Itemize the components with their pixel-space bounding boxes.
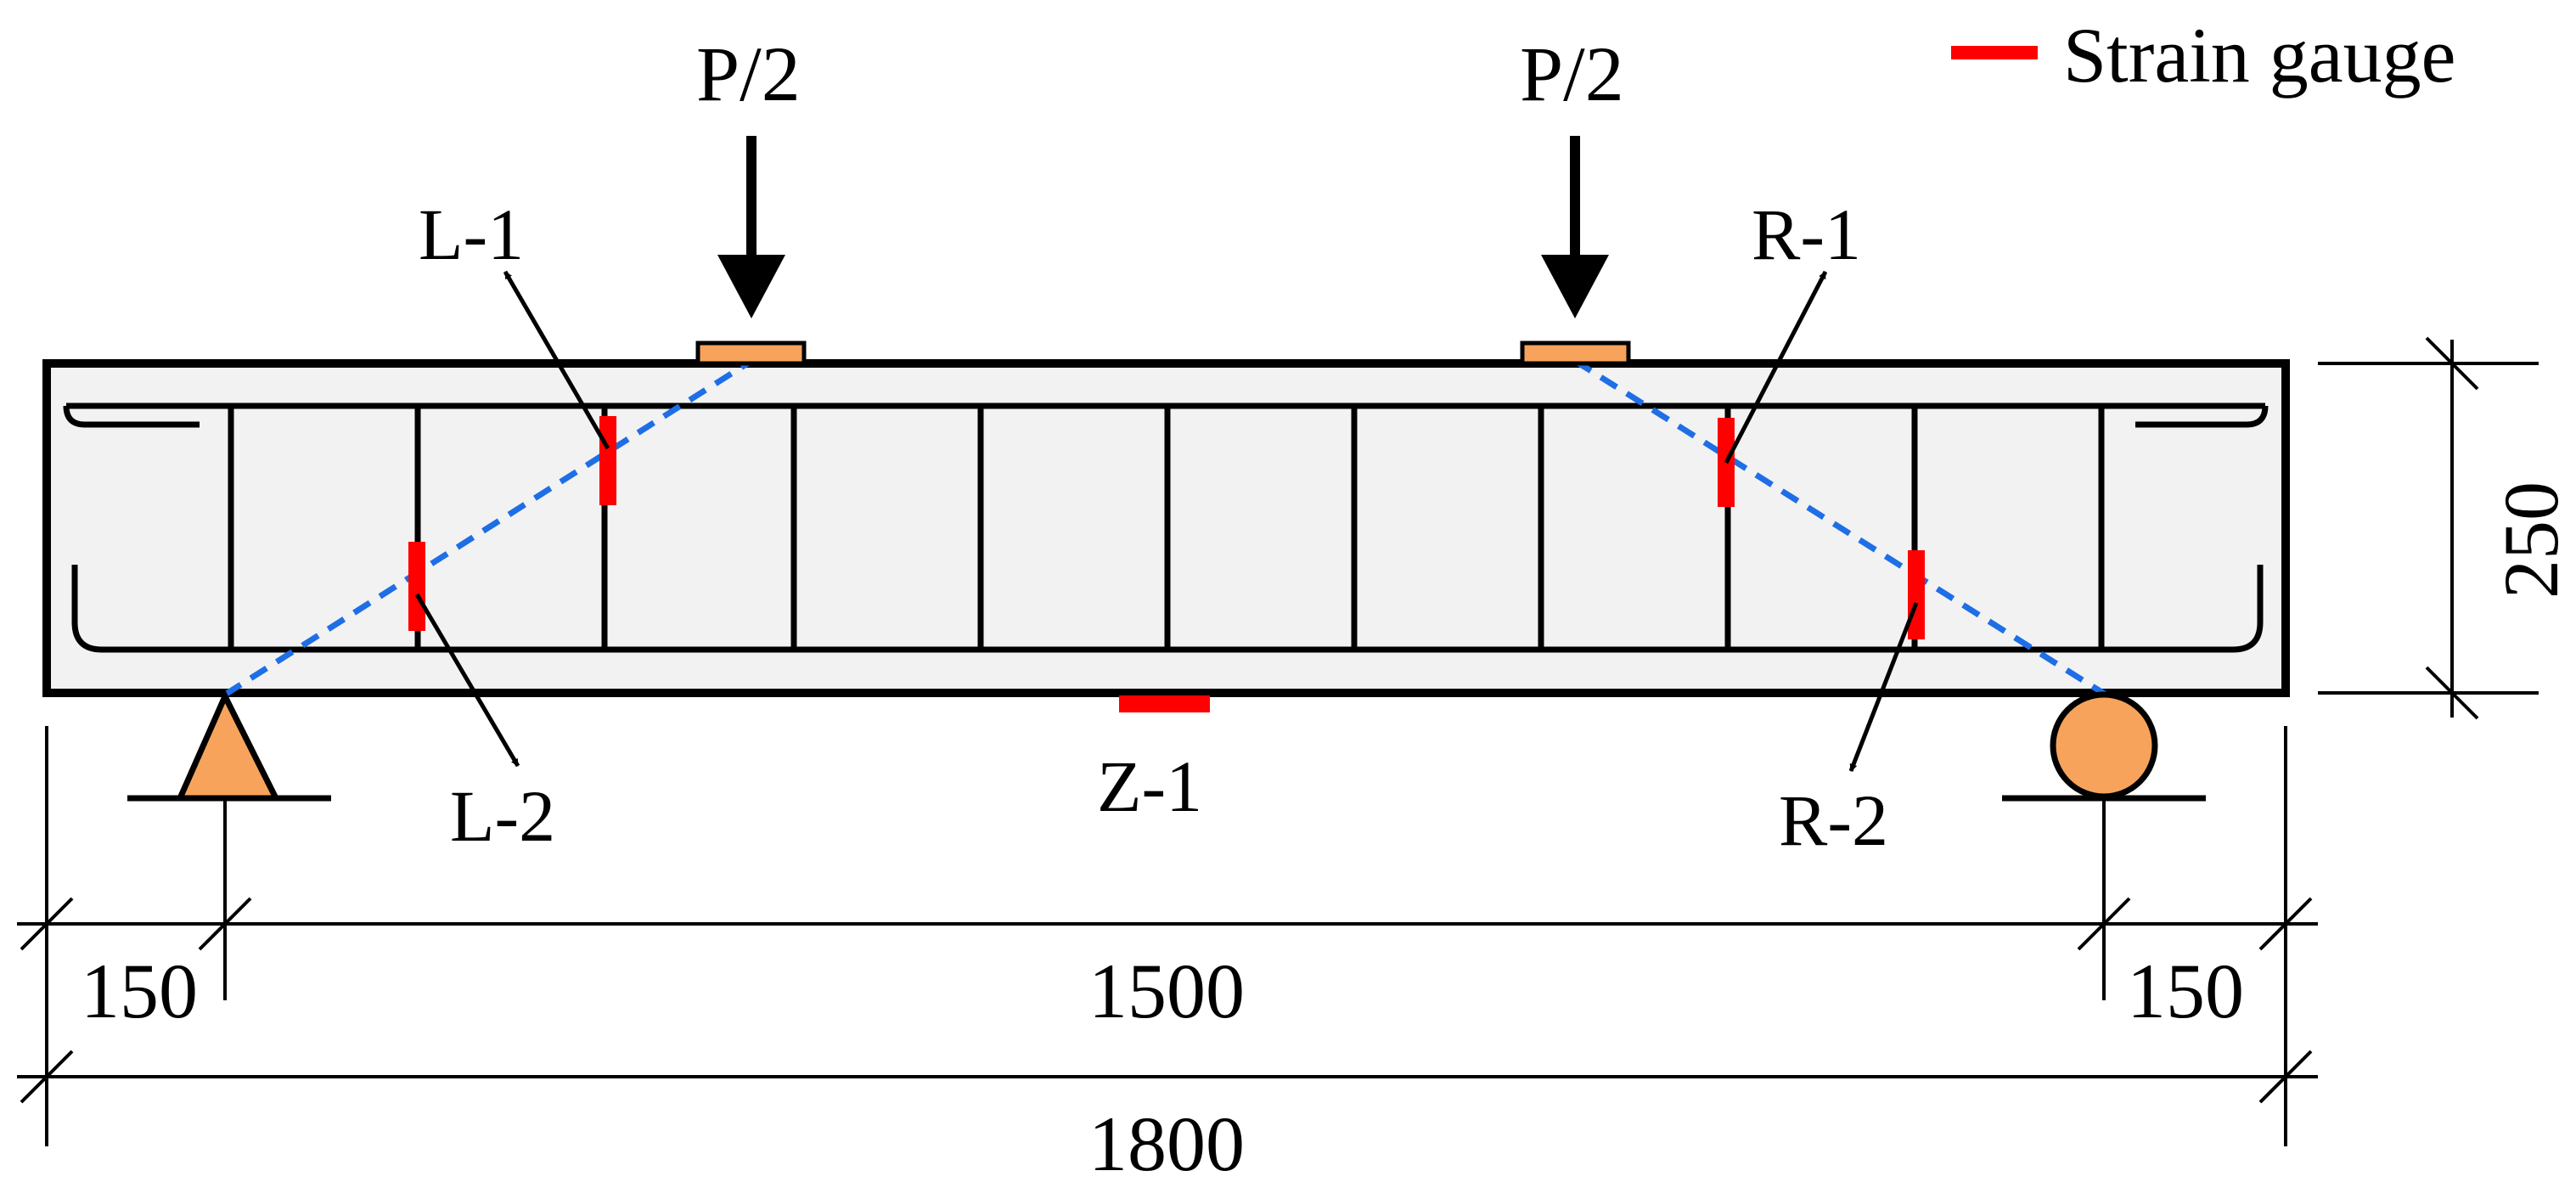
supports (127, 689, 2206, 802)
label-l2: L-2 (450, 775, 555, 857)
pin-support (175, 689, 281, 802)
leader-l2 (414, 593, 520, 768)
load-right-arrowhead (1541, 255, 1609, 318)
tick (2077, 897, 2131, 951)
leader-r2 (1848, 602, 1919, 772)
legend-label: Strain gauge (2063, 12, 2455, 99)
dim-right-overhang: 150 (2127, 948, 2244, 1034)
left-diagonal-crack (223, 358, 753, 697)
tick (20, 897, 74, 951)
dim-total: 1800 (1088, 1100, 1245, 1187)
dim-span: 1500 (1088, 948, 1245, 1034)
load-left-arrowhead (717, 255, 785, 318)
load-plate-right (1520, 341, 1631, 366)
label-r1: R-1 (1752, 194, 1861, 275)
dimension-lines (17, 336, 2479, 1104)
beam (42, 359, 2290, 697)
dim-left-overhang: 150 (81, 948, 198, 1034)
tick (2258, 897, 2313, 951)
tick (2425, 336, 2479, 391)
right-diagonal-crack (1573, 358, 2107, 697)
dim-height: 250 (2488, 481, 2574, 599)
leader-r1 (1724, 270, 1828, 464)
tick (2258, 1050, 2313, 1104)
leader-l1 (503, 270, 610, 450)
loads: P/2 P/2 (695, 31, 1631, 366)
load-plate-left (695, 341, 807, 366)
crack-lines (223, 358, 2107, 697)
top-rebar-hook-left (63, 405, 200, 428)
tick (2425, 666, 2479, 720)
dimension-labels: 150 1500 150 1800 250 (81, 481, 2574, 1187)
label-l1: L-1 (419, 194, 524, 275)
gauge-labels: L-1 L-2 R-1 R-2 Z-1 (419, 194, 1888, 861)
label-z1: Z-1 (1097, 746, 1202, 827)
label-r2: R-2 (1779, 780, 1888, 861)
load-right-label: P/2 (1520, 31, 1624, 117)
load-left-label: P/2 (696, 31, 801, 117)
tick (20, 1050, 74, 1104)
gauge-leaders (414, 270, 1919, 772)
top-rebar-hook-right (2135, 405, 2269, 428)
roller-support (2050, 691, 2158, 800)
tick (198, 897, 252, 951)
legend: Strain gauge (1951, 12, 2455, 99)
